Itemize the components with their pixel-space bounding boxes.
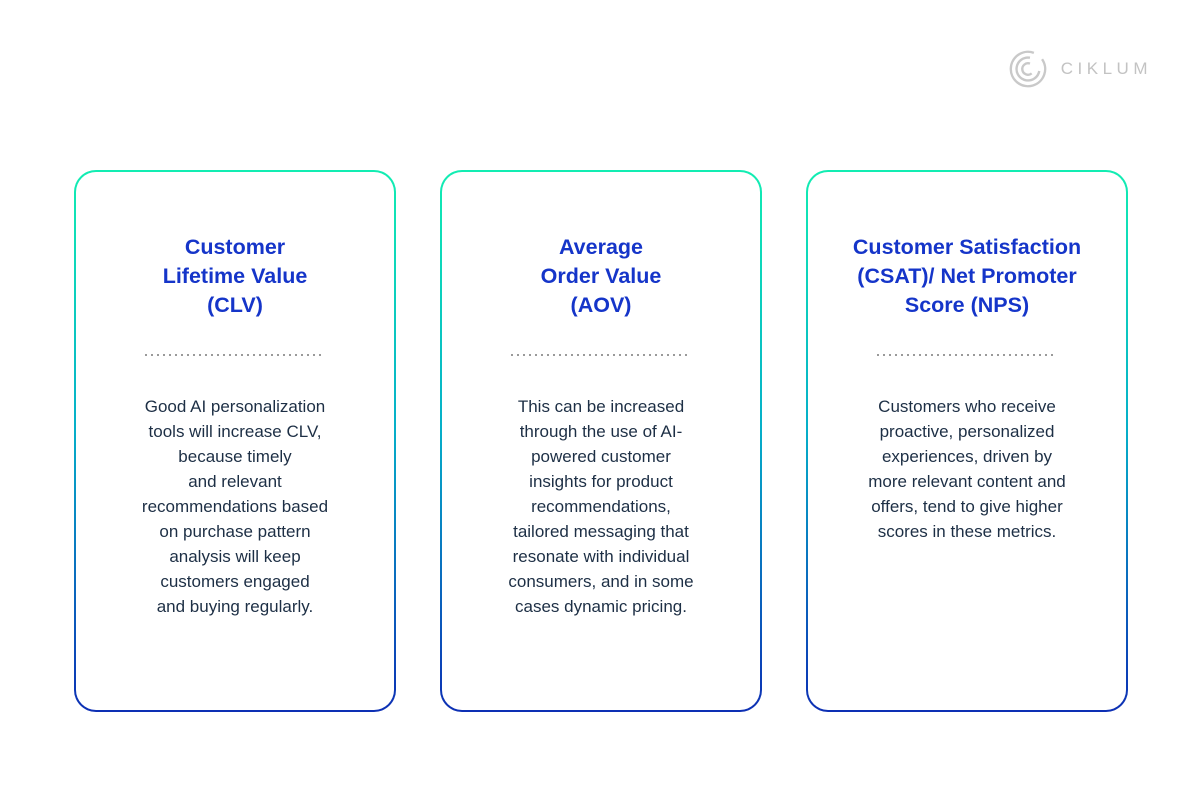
card-clv: Customer Lifetime Value (CLV) Good AI pe…	[74, 170, 396, 712]
dotted-divider	[877, 354, 1057, 356]
ciklum-c-icon	[1009, 50, 1047, 88]
card-clv-body: Good AI personalization tools will incre…	[141, 397, 329, 616]
ciklum-logo-text: CIKLUM	[1060, 59, 1152, 78]
card-csat-nps: Customer Satisfaction (CSAT)/ Net Promot…	[806, 170, 1128, 712]
card-clv-title: Customer Lifetime Value (CLV)	[162, 235, 308, 317]
card-csat-nps-body: Customers who receive proactive, persona…	[868, 397, 1066, 541]
card-aov: Average Order Value (AOV) This can be in…	[440, 170, 762, 712]
card-aov-title: Average Order Value (AOV)	[540, 235, 662, 317]
card-clv-inner: Customer Lifetime Value (CLV) Good AI pe…	[76, 172, 394, 710]
card-csat-nps-title: Customer Satisfaction (CSAT)/ Net Promot…	[852, 235, 1082, 317]
dotted-divider	[145, 354, 325, 356]
card-aov-inner: Average Order Value (AOV) This can be in…	[442, 172, 760, 710]
card-csat-nps-inner: Customer Satisfaction (CSAT)/ Net Promot…	[808, 172, 1126, 710]
card-aov-body: This can be increased through the use of…	[508, 397, 694, 616]
dotted-divider	[511, 354, 691, 356]
metric-cards-row: Customer Lifetime Value (CLV) Good AI pe…	[74, 170, 1128, 712]
ciklum-logo: CIKLUM	[1007, 48, 1152, 90]
